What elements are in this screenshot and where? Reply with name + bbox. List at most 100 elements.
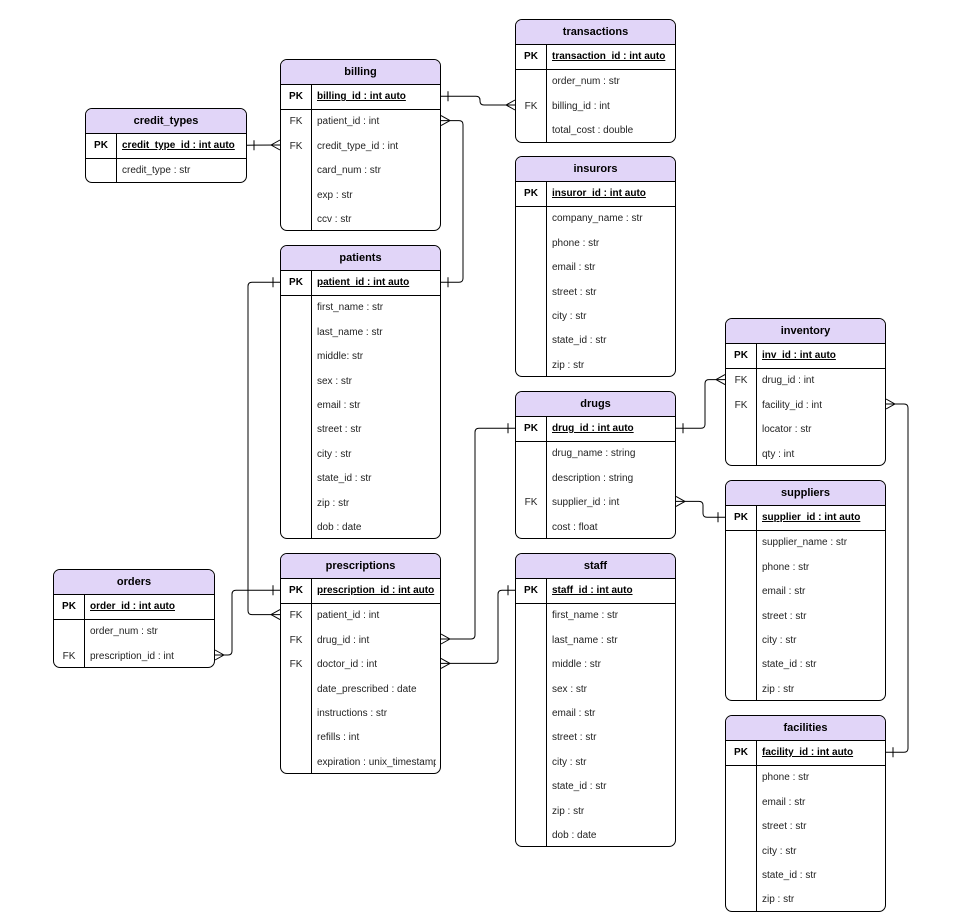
- attribute-row: street : str: [516, 726, 675, 750]
- many-cardinality-marker: [675, 495, 686, 507]
- field-label: city : str: [552, 756, 587, 768]
- attribute-row: dob : date: [281, 516, 440, 538]
- field-label: middle : str: [552, 659, 601, 671]
- attribute-row: zip : str: [281, 492, 440, 516]
- attribute-row: city : str: [516, 751, 675, 775]
- attribute-row: supplier_name : str: [726, 531, 885, 555]
- field-label: supplier_name : str: [762, 537, 848, 549]
- attribute-row: card_num : str: [281, 159, 440, 183]
- field-label: last_name : str: [317, 326, 383, 338]
- attribute-row: email : str: [726, 791, 885, 815]
- key-marker: FK: [734, 399, 748, 411]
- field-label: expiration : unix_timestamp: [317, 756, 436, 768]
- field-label: patient_id : int auto: [317, 277, 410, 288]
- primary-key-row: PK credit_type_id : int auto: [86, 134, 246, 160]
- attribute-row: order_num : str: [54, 620, 214, 644]
- key-marker: PK: [734, 350, 748, 361]
- field-label: sex : str: [317, 375, 353, 387]
- attribute-row: date_prescribed : date: [281, 678, 440, 702]
- attribute-row: drug_name : string: [516, 442, 675, 466]
- attribute-row: locator : str: [726, 418, 885, 442]
- attribute-row: refills : int: [281, 726, 440, 750]
- field-label: street : str: [552, 286, 597, 298]
- key-marker: FK: [289, 116, 303, 128]
- field-label: instructions : str: [317, 707, 388, 719]
- field-label: qty : int: [762, 448, 795, 460]
- attribute-row: ccv : str: [281, 208, 440, 230]
- key-marker: FK: [289, 140, 303, 152]
- many-cardinality-marker: [440, 657, 451, 669]
- field-label: city : str: [762, 845, 797, 857]
- key-marker: FK: [524, 100, 538, 112]
- entity-title: insurors: [516, 157, 675, 182]
- field-label: prescription_id : int: [90, 650, 174, 662]
- attribute-row: qty : int: [726, 443, 885, 465]
- relationship-line: [247, 281, 280, 616]
- attribute-row: state_id : str: [281, 467, 440, 491]
- attribute-row: total_cost : double: [516, 119, 675, 141]
- field-label: dob : date: [552, 829, 597, 841]
- field-label: phone : str: [552, 237, 600, 249]
- field-label: zip : str: [762, 683, 795, 695]
- attribute-row: state_id : str: [516, 329, 675, 353]
- key-marker: PK: [289, 91, 303, 102]
- field-label: staff_id : int auto: [552, 585, 633, 596]
- key-marker: PK: [524, 585, 538, 596]
- field-label: street : str: [762, 610, 807, 622]
- field-label: cost : float: [552, 521, 598, 533]
- key-marker: FK: [289, 610, 303, 622]
- attribute-row: phone : str: [516, 232, 675, 256]
- field-label: order_num : str: [90, 626, 158, 638]
- field-label: drug_name : string: [552, 448, 636, 460]
- field-label: street : str: [317, 424, 362, 436]
- attribute-row: order_num : str: [516, 70, 675, 94]
- attribute-row: sex : str: [516, 678, 675, 702]
- field-label: credit_type_id : int auto: [122, 140, 235, 151]
- field-label: exp : str: [317, 189, 353, 201]
- field-label: street : str: [552, 732, 597, 744]
- field-label: email : str: [552, 707, 596, 719]
- entity-title: credit_types: [86, 109, 246, 134]
- attribute-row: exp : str: [281, 184, 440, 208]
- attribute-row: city : str: [726, 840, 885, 864]
- key-marker: PK: [94, 140, 108, 151]
- field-label: doctor_id : int: [317, 659, 378, 671]
- key-column-divider: [546, 44, 547, 142]
- attribute-row: zip : str: [516, 354, 675, 376]
- field-label: transaction_id : int auto: [552, 51, 666, 62]
- entity-title: orders: [54, 570, 214, 595]
- key-column-divider: [756, 740, 757, 911]
- many-cardinality-marker: [440, 115, 451, 127]
- field-label: supplier_id : int auto: [762, 512, 861, 523]
- field-label: state_id : str: [762, 659, 817, 671]
- key-column-divider: [311, 84, 312, 231]
- attribute-row: instructions : str: [281, 702, 440, 726]
- entity-title: staff: [516, 554, 675, 579]
- field-label: description : string: [552, 472, 634, 484]
- attribute-row: phone : str: [726, 556, 885, 580]
- attribute-row: city : str: [281, 443, 440, 467]
- many-cardinality-marker: [440, 633, 451, 645]
- attribute-row: credit_type : str: [86, 159, 246, 181]
